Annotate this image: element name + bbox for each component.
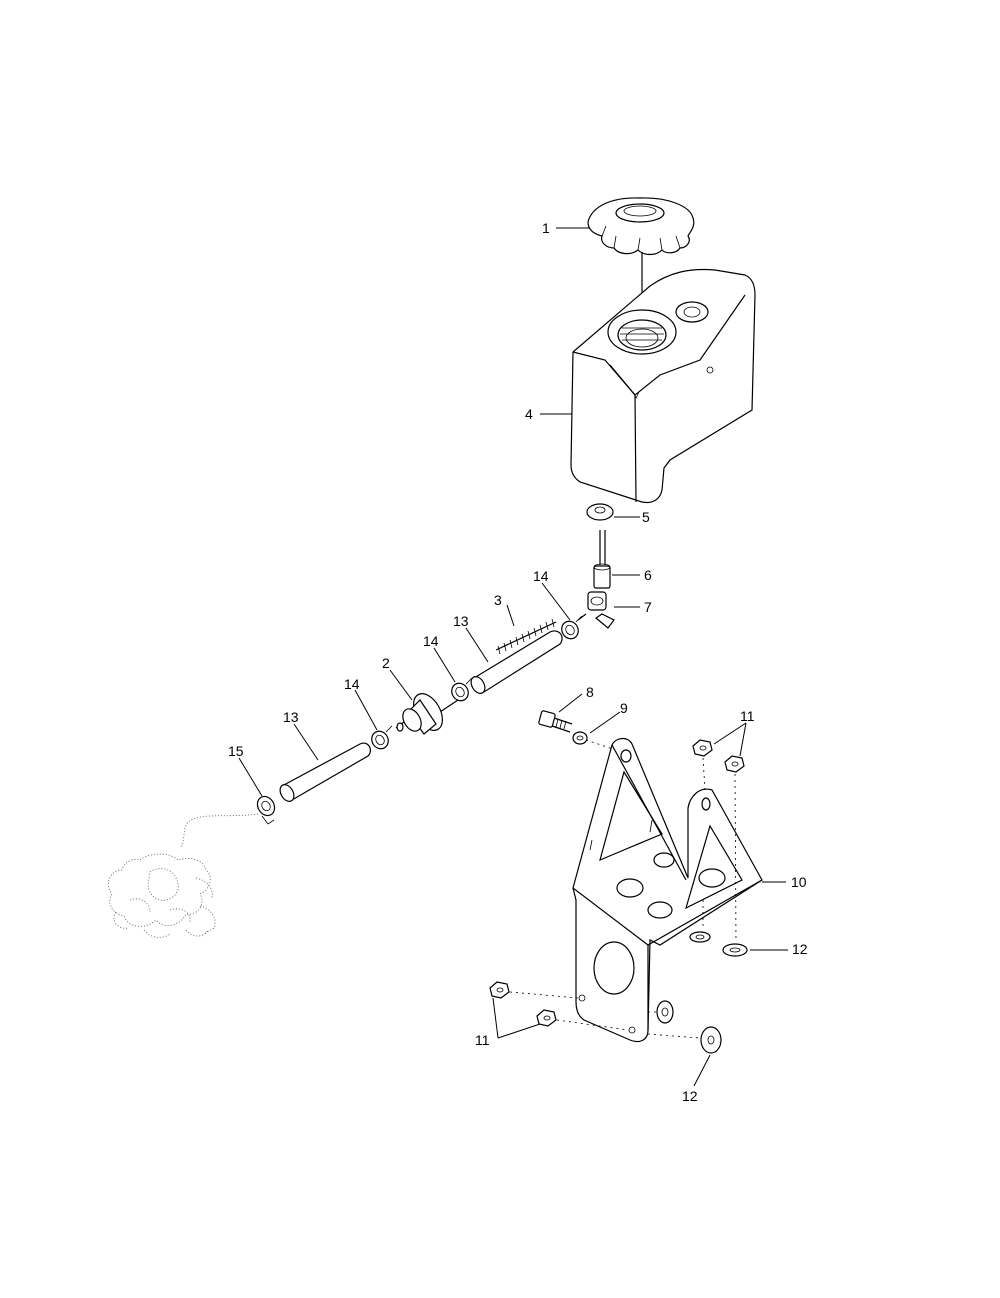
leader-lines: [238, 227, 788, 1087]
callout-5: 5: [642, 509, 650, 525]
hose-spring: [495, 618, 557, 655]
callout-3: 3: [494, 592, 502, 608]
callout-15: 15: [228, 743, 244, 759]
mounting-bracket: [572, 737, 763, 1043]
flat-washer: [722, 943, 748, 957]
flat-washer: [700, 1026, 722, 1054]
carburetor-reference-ghost: [108, 813, 259, 938]
flat-washer: [689, 931, 711, 943]
hose-clamp: [561, 615, 583, 640]
hex-nut: [724, 755, 745, 773]
callout-9: 9: [620, 700, 628, 716]
callout-12-bottom: 12: [682, 1088, 698, 1104]
hose-clamp: [451, 677, 473, 702]
shutoff-valve: [577, 591, 615, 629]
fuel-cap-knob: [587, 197, 695, 256]
hose-clamp: [371, 725, 393, 750]
callout-10: 10: [791, 874, 807, 890]
flat-washer: [656, 1000, 674, 1024]
washer: [572, 731, 588, 745]
callout-14-right: 14: [533, 568, 549, 584]
callout-14-middle: 14: [423, 633, 439, 649]
tank-grommet: [586, 503, 614, 521]
callout-12-right: 12: [792, 941, 808, 957]
callout-4: 4: [525, 406, 533, 422]
mounting-bolt: [538, 710, 573, 733]
callout-1: 1: [542, 220, 550, 236]
callout-11-bottom: 11: [475, 1032, 490, 1048]
hex-nut: [692, 739, 713, 757]
callout-14-left: 14: [344, 676, 360, 692]
callout-13-upper: 13: [453, 613, 469, 629]
alignment-line: [702, 757, 706, 791]
callout-8: 8: [586, 684, 594, 700]
alignment-line: [509, 991, 579, 999]
hose-clamp-end: [256, 795, 276, 825]
fuel-hose-upper: [470, 630, 563, 694]
callout-labels: 1 2 3 4 5 6 7 8 9 10 11 11 12 12 13 13 1…: [228, 220, 808, 1104]
inline-fuel-filter: [395, 693, 459, 735]
callout-6: 6: [644, 567, 652, 583]
alignment-line: [734, 773, 737, 943]
callout-7: 7: [644, 599, 652, 615]
fuel-hose-lower: [279, 742, 372, 802]
alignment-line: [647, 1033, 701, 1039]
callout-2: 2: [382, 655, 390, 671]
callout-13-lower: 13: [283, 709, 299, 725]
pickup-tube: [593, 530, 611, 589]
fuel-tank: [570, 268, 756, 504]
callout-11-top: 11: [740, 708, 755, 724]
hex-nut: [489, 981, 510, 999]
